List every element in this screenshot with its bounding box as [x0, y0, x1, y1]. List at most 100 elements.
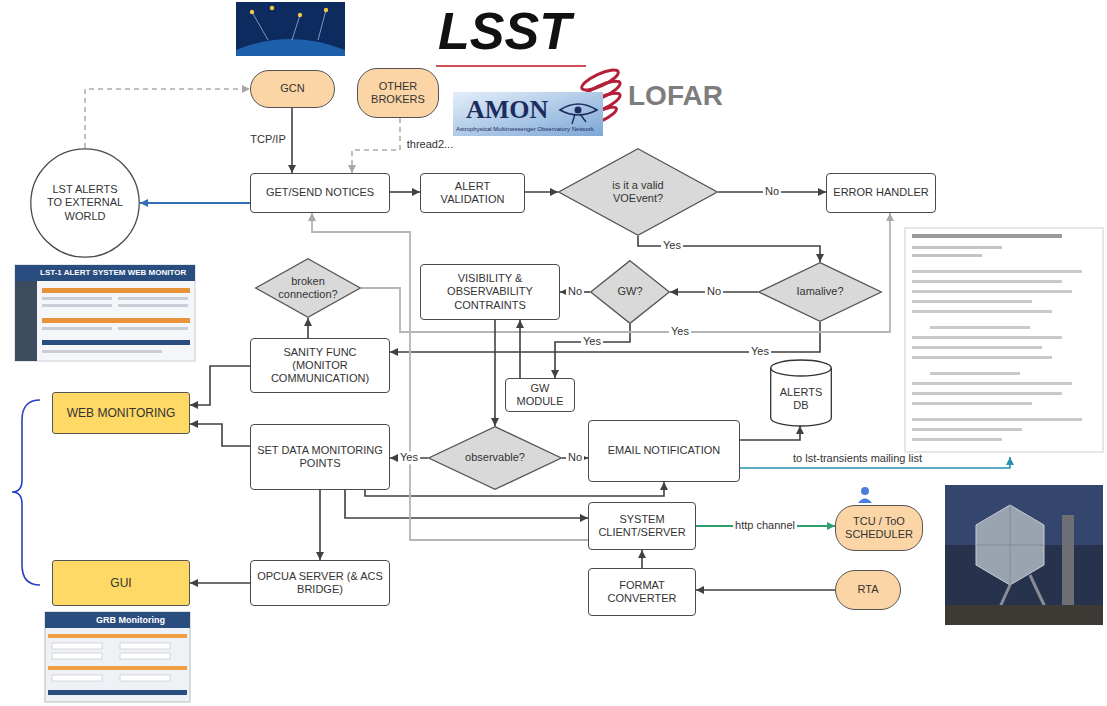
gui-screenshot	[52, 653, 102, 659]
node-label: ERROR HANDLER	[833, 186, 928, 199]
node-label: GW MODULE	[511, 382, 569, 408]
web-monitor-screenshot	[42, 350, 162, 353]
web-monitor-screenshot	[42, 327, 112, 330]
diamond-outline	[591, 261, 670, 324]
flow-note: to lst-transients mailing list	[793, 452, 922, 465]
flow-connector	[319, 490, 321, 560]
email-screenshot	[912, 234, 1062, 238]
flow-connector	[638, 236, 820, 262]
process-box: SET DATA MONITORING POINTS	[250, 424, 390, 490]
amon-logo	[572, 114, 586, 124]
gui-screenshot	[48, 690, 187, 695]
web-monitor-screenshot	[15, 281, 37, 361]
flow-connector	[291, 108, 293, 173]
email-screenshot	[912, 300, 1032, 303]
process-box: FORMAT CONVERTER	[588, 568, 696, 616]
satellite-picture	[318, 10, 326, 40]
process-box: EMAIL NOTIFICATION	[588, 420, 740, 482]
edge-label: http channel	[733, 519, 797, 532]
web-monitor-screenshot	[42, 318, 190, 323]
person-icon	[858, 499, 872, 504]
flow-connector	[525, 191, 558, 193]
email-screenshot	[912, 392, 1062, 395]
web-monitor-screenshot	[42, 304, 112, 307]
node-label: ALERTS DB	[774, 386, 828, 412]
edge-label: Yes	[661, 239, 683, 252]
flow-connector	[641, 550, 643, 568]
telescope-photo	[1000, 585, 1010, 607]
edge-label: No	[705, 285, 723, 298]
process-box: SYSTEM CLIENT/SERVER	[588, 502, 696, 550]
web-monitor-screenshot	[42, 340, 190, 345]
process-box: VISIBILITY & OBSERVABILITY CONTRAINTS	[420, 264, 560, 320]
logo-text: LSST	[438, 2, 571, 62]
gui-screenshot	[52, 675, 102, 681]
email-screenshot	[912, 280, 1062, 283]
email-screenshot	[905, 228, 1103, 452]
node-label: GCN	[280, 82, 304, 95]
telescope-photo	[976, 505, 1044, 585]
amon-logo	[575, 107, 582, 114]
gui-screenshot	[48, 666, 187, 670]
circle-outline	[31, 149, 139, 257]
email-screenshot	[912, 290, 1072, 293]
telescope-photo	[1010, 505, 1011, 585]
node-label: SYSTEM CLIENT/SERVER	[594, 513, 690, 539]
node-label: OTHER BROKERS	[365, 80, 431, 106]
web-monitor-screenshot	[118, 297, 188, 300]
node-label: TCU / ToO SCHEDULER	[843, 515, 915, 541]
node-label: LST ALERTS TO EXTERNAL WORLD	[45, 183, 124, 223]
output-circle: LST ALERTS TO EXTERNAL WORLD	[30, 148, 140, 258]
decision-diamond: is it a valid VOEvent?	[558, 148, 718, 236]
node-label: GET/SEND NOTICES	[266, 186, 374, 199]
amon-logo	[453, 92, 603, 136]
web-monitor-screenshot	[15, 265, 195, 281]
edge-label: Yes	[669, 325, 691, 338]
flow-connector	[390, 191, 420, 193]
logo-subtitle: Astrophysical Multimessenger Observatory…	[456, 126, 594, 133]
email-screenshot	[912, 402, 1032, 405]
screenshot-title: GRB Monitoring	[96, 615, 165, 625]
email-screenshot	[912, 336, 1062, 339]
telescope-photo	[945, 485, 1103, 625]
process-box: GW MODULE	[505, 378, 575, 412]
cylinder-rim	[771, 368, 832, 376]
email-screenshot	[912, 382, 1072, 385]
flow-connector	[519, 320, 521, 378]
node-label: is it a valid VOEvent?	[590, 179, 686, 205]
web-monitor-screenshot	[15, 265, 195, 361]
diamond-outline	[256, 259, 361, 318]
flow-connector	[307, 318, 309, 338]
process-box: ERROR HANDLER	[826, 173, 936, 213]
flow-connector	[494, 320, 496, 426]
satellite-picture	[270, 6, 274, 10]
flow-connector	[696, 589, 835, 591]
telescope-photo	[945, 605, 1103, 625]
satellite-picture	[252, 12, 268, 40]
node-label: VISIBILITY & OBSERVABILITY CONTRAINTS	[426, 272, 554, 312]
gui-screenshot	[120, 643, 170, 649]
decision-diamond: GW?	[590, 260, 670, 324]
source-node: OTHER BROKERS	[357, 68, 439, 118]
gui-screenshot	[52, 643, 102, 649]
amon-logo	[453, 92, 603, 136]
email-screenshot	[912, 246, 1002, 249]
telescope-photo	[1030, 575, 1045, 607]
cylinder-outline	[771, 360, 832, 426]
logo-text: AMON	[466, 95, 548, 125]
person-icon	[858, 487, 872, 503]
diamond-outline	[759, 263, 882, 322]
web-monitor-screenshot	[42, 288, 190, 293]
web-monitor-screenshot	[118, 327, 188, 330]
process-box: ALERT VALIDATION	[420, 173, 525, 213]
node-label: GUI	[110, 576, 131, 590]
edge-label: No	[763, 185, 781, 198]
flow-connector	[345, 490, 588, 518]
email-screenshot	[912, 270, 1082, 273]
logo-underline	[436, 65, 586, 67]
email-screenshot	[912, 310, 1052, 313]
edge-label: Yes	[581, 335, 603, 348]
flow-connector	[352, 118, 400, 173]
diamond-outline	[429, 427, 562, 490]
decision-diamond: broken connection?	[255, 258, 361, 318]
